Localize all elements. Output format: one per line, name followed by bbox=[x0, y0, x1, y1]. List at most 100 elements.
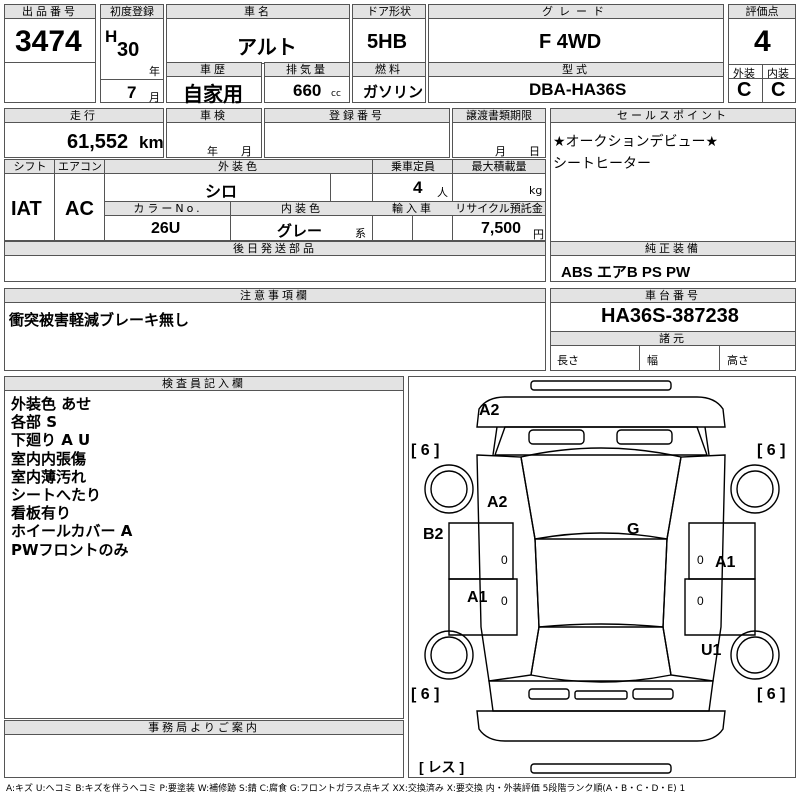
shift-value: IAT bbox=[11, 198, 42, 220]
lot-label: 出品番号 bbox=[5, 5, 95, 19]
door-value: 5HB bbox=[367, 31, 408, 53]
first-reg-month-unit: 月 bbox=[149, 91, 160, 104]
inspector-line: 各部 S bbox=[11, 413, 58, 432]
color-no-value: 26U bbox=[151, 220, 181, 237]
notes-value: 衝突被害軽減ブレーキ無し bbox=[9, 311, 190, 329]
grade-label: グレード bbox=[429, 5, 723, 19]
lot-number: 3474 bbox=[15, 25, 82, 58]
model-code-value: DBA-HA36S bbox=[529, 80, 627, 99]
first-reg-era: H bbox=[105, 27, 118, 46]
first-reg-label: 初度登録 bbox=[101, 5, 163, 19]
car-diagram: [ 6 ] [ 6 ] [ 6 ] [ 6 ] [ レス ] A2 A2 B2 … bbox=[411, 380, 785, 775]
notes-label: 注意事項欄 bbox=[5, 289, 545, 303]
selling-point-2: シートヒーター bbox=[553, 156, 651, 172]
inspector-line: 室内薄汚れ bbox=[11, 467, 87, 486]
door-label: ドア形状 bbox=[353, 5, 425, 19]
transfer-doc-box: 譲渡書類期限 月 日 bbox=[452, 108, 546, 158]
tire-rear-left: [ 6 ] bbox=[411, 686, 439, 703]
tire-rear-right: [ 6 ] bbox=[757, 686, 785, 703]
displacement-label: 排気量 bbox=[265, 63, 349, 77]
mileage-box: 走行 61,552 km bbox=[4, 108, 164, 158]
capacity-unit: 人 bbox=[437, 186, 448, 199]
score-box: 評価点 4 外装 内装 C C bbox=[728, 4, 796, 103]
car-name-box: 車名 アルト bbox=[166, 4, 350, 64]
recycle-unit: 円 bbox=[533, 228, 544, 241]
registration-box: 登録番号 bbox=[264, 108, 450, 158]
score-int-label: 内装 bbox=[767, 67, 789, 80]
later-parts-label: 後日発送部品 bbox=[5, 242, 545, 256]
score-ext-value: C bbox=[737, 79, 752, 101]
color-no-label: カラーNo. bbox=[105, 202, 231, 216]
door-box: ドア形状 5HB bbox=[352, 4, 426, 64]
tire-front-left: [ 6 ] bbox=[411, 442, 439, 459]
mileage-label: 走行 bbox=[5, 109, 163, 123]
zero-marker: 0 bbox=[697, 553, 704, 567]
damage-mark: U1 bbox=[701, 642, 722, 659]
recycle-label: リサイクル預託金 bbox=[453, 202, 545, 216]
fuel-value: ガソリン bbox=[363, 84, 424, 101]
first-reg-month: 7 bbox=[127, 83, 137, 102]
damage-mark: A1 bbox=[715, 554, 736, 571]
spare-tire: [ レス ] bbox=[419, 759, 464, 775]
score-int-value: C bbox=[771, 79, 786, 101]
model-code-label: 型式 bbox=[429, 63, 723, 77]
ext-color-label: 外装色 bbox=[105, 160, 373, 174]
grade-value: F 4WD bbox=[539, 31, 602, 53]
legend: A:キズ U:ヘコミ B:キズを伴うヘコミ P:要塗装 W:補修跡 S:錆 C:… bbox=[6, 784, 686, 794]
aircon-value: AC bbox=[65, 198, 94, 220]
office-label: 事務局よりご案内 bbox=[5, 721, 403, 735]
office-box: 事務局よりご案内 bbox=[4, 720, 404, 778]
model-code-box: 型式 DBA-HA36S bbox=[428, 62, 724, 103]
aircon-label: エアコン bbox=[55, 160, 105, 174]
car-diagram-box: [ 6 ] [ 6 ] [ 6 ] [ 6 ] [ レス ] A2 A2 B2 … bbox=[408, 376, 796, 778]
equipment-value: ABS エアB PS PW bbox=[561, 264, 691, 281]
ext-color-value: シロ bbox=[205, 184, 238, 201]
specs-height: 高さ bbox=[727, 354, 749, 367]
equipment-box: 純正装備 ABS エアB PS PW bbox=[550, 241, 796, 282]
score-label: 評価点 bbox=[729, 5, 795, 19]
specs-length: 長さ bbox=[557, 354, 579, 367]
transfer-doc-day-unit: 日 bbox=[529, 145, 540, 158]
inspector-line: ホイールカバー A bbox=[11, 522, 133, 541]
chassis-box: 車台番号 HA36S-387238 諸元 長さ 幅 高さ bbox=[550, 288, 796, 371]
damage-mark: A2 bbox=[487, 494, 508, 511]
car-name-value: アルト bbox=[237, 37, 297, 59]
int-color-value: グレー bbox=[277, 223, 323, 240]
mileage-value: 61,552 bbox=[67, 131, 129, 153]
recycle-value: 7,500 bbox=[481, 220, 522, 237]
max-load-label: 最大積載量 bbox=[453, 160, 545, 174]
history-label: 車歴 bbox=[167, 63, 261, 77]
transfer-doc-month-unit: 月 bbox=[495, 145, 506, 158]
fuel-label: 燃料 bbox=[353, 63, 425, 77]
inspector-box: 検査員記入欄 外装色 あせ 各部 S 下廻り A U 室内内張傷 室内薄汚れ シ… bbox=[4, 376, 404, 719]
score-value: 4 bbox=[754, 25, 771, 58]
displacement-box: 排気量 660 cc bbox=[264, 62, 350, 103]
capacity-label: 乗車定員 bbox=[373, 160, 453, 174]
inspector-line: 外装色 あせ bbox=[11, 395, 92, 413]
zero-marker: 0 bbox=[501, 594, 508, 608]
specs-width: 幅 bbox=[647, 354, 658, 367]
damage-mark: G bbox=[627, 521, 639, 538]
inspection-box: 車検 年 月 bbox=[166, 108, 262, 158]
chassis-value: HA36S-387238 bbox=[601, 305, 739, 327]
transfer-doc-label: 譲渡書類期限 bbox=[453, 109, 545, 123]
int-color-suffix: 系 bbox=[355, 227, 366, 240]
shift-label: シフト bbox=[5, 160, 55, 174]
max-load-unit: kg bbox=[529, 184, 543, 197]
inspection-month-unit: 月 bbox=[241, 145, 252, 158]
first-reg-year: 30 bbox=[117, 39, 140, 61]
inspector-line: 室内内張傷 bbox=[11, 449, 87, 468]
tire-front-right: [ 6 ] bbox=[757, 442, 785, 459]
grade-box: グレード F 4WD bbox=[428, 4, 724, 64]
mileage-unit: km bbox=[139, 133, 164, 152]
first-reg-box: 初度登録 H 30 年 7 月 bbox=[100, 4, 164, 104]
specs-label: 諸元 bbox=[551, 331, 795, 346]
later-parts-box: 後日発送部品 bbox=[4, 241, 546, 282]
chassis-label: 車台番号 bbox=[551, 289, 795, 303]
first-reg-year-unit: 年 bbox=[149, 65, 160, 78]
car-name-label: 車名 bbox=[167, 5, 349, 19]
selling-points-label: セールスポイント bbox=[551, 109, 795, 123]
inspector-line: シートへたり bbox=[11, 486, 102, 505]
score-ext-label: 外装 bbox=[733, 67, 755, 80]
lot-box: 出品番号 3474 bbox=[4, 4, 96, 103]
